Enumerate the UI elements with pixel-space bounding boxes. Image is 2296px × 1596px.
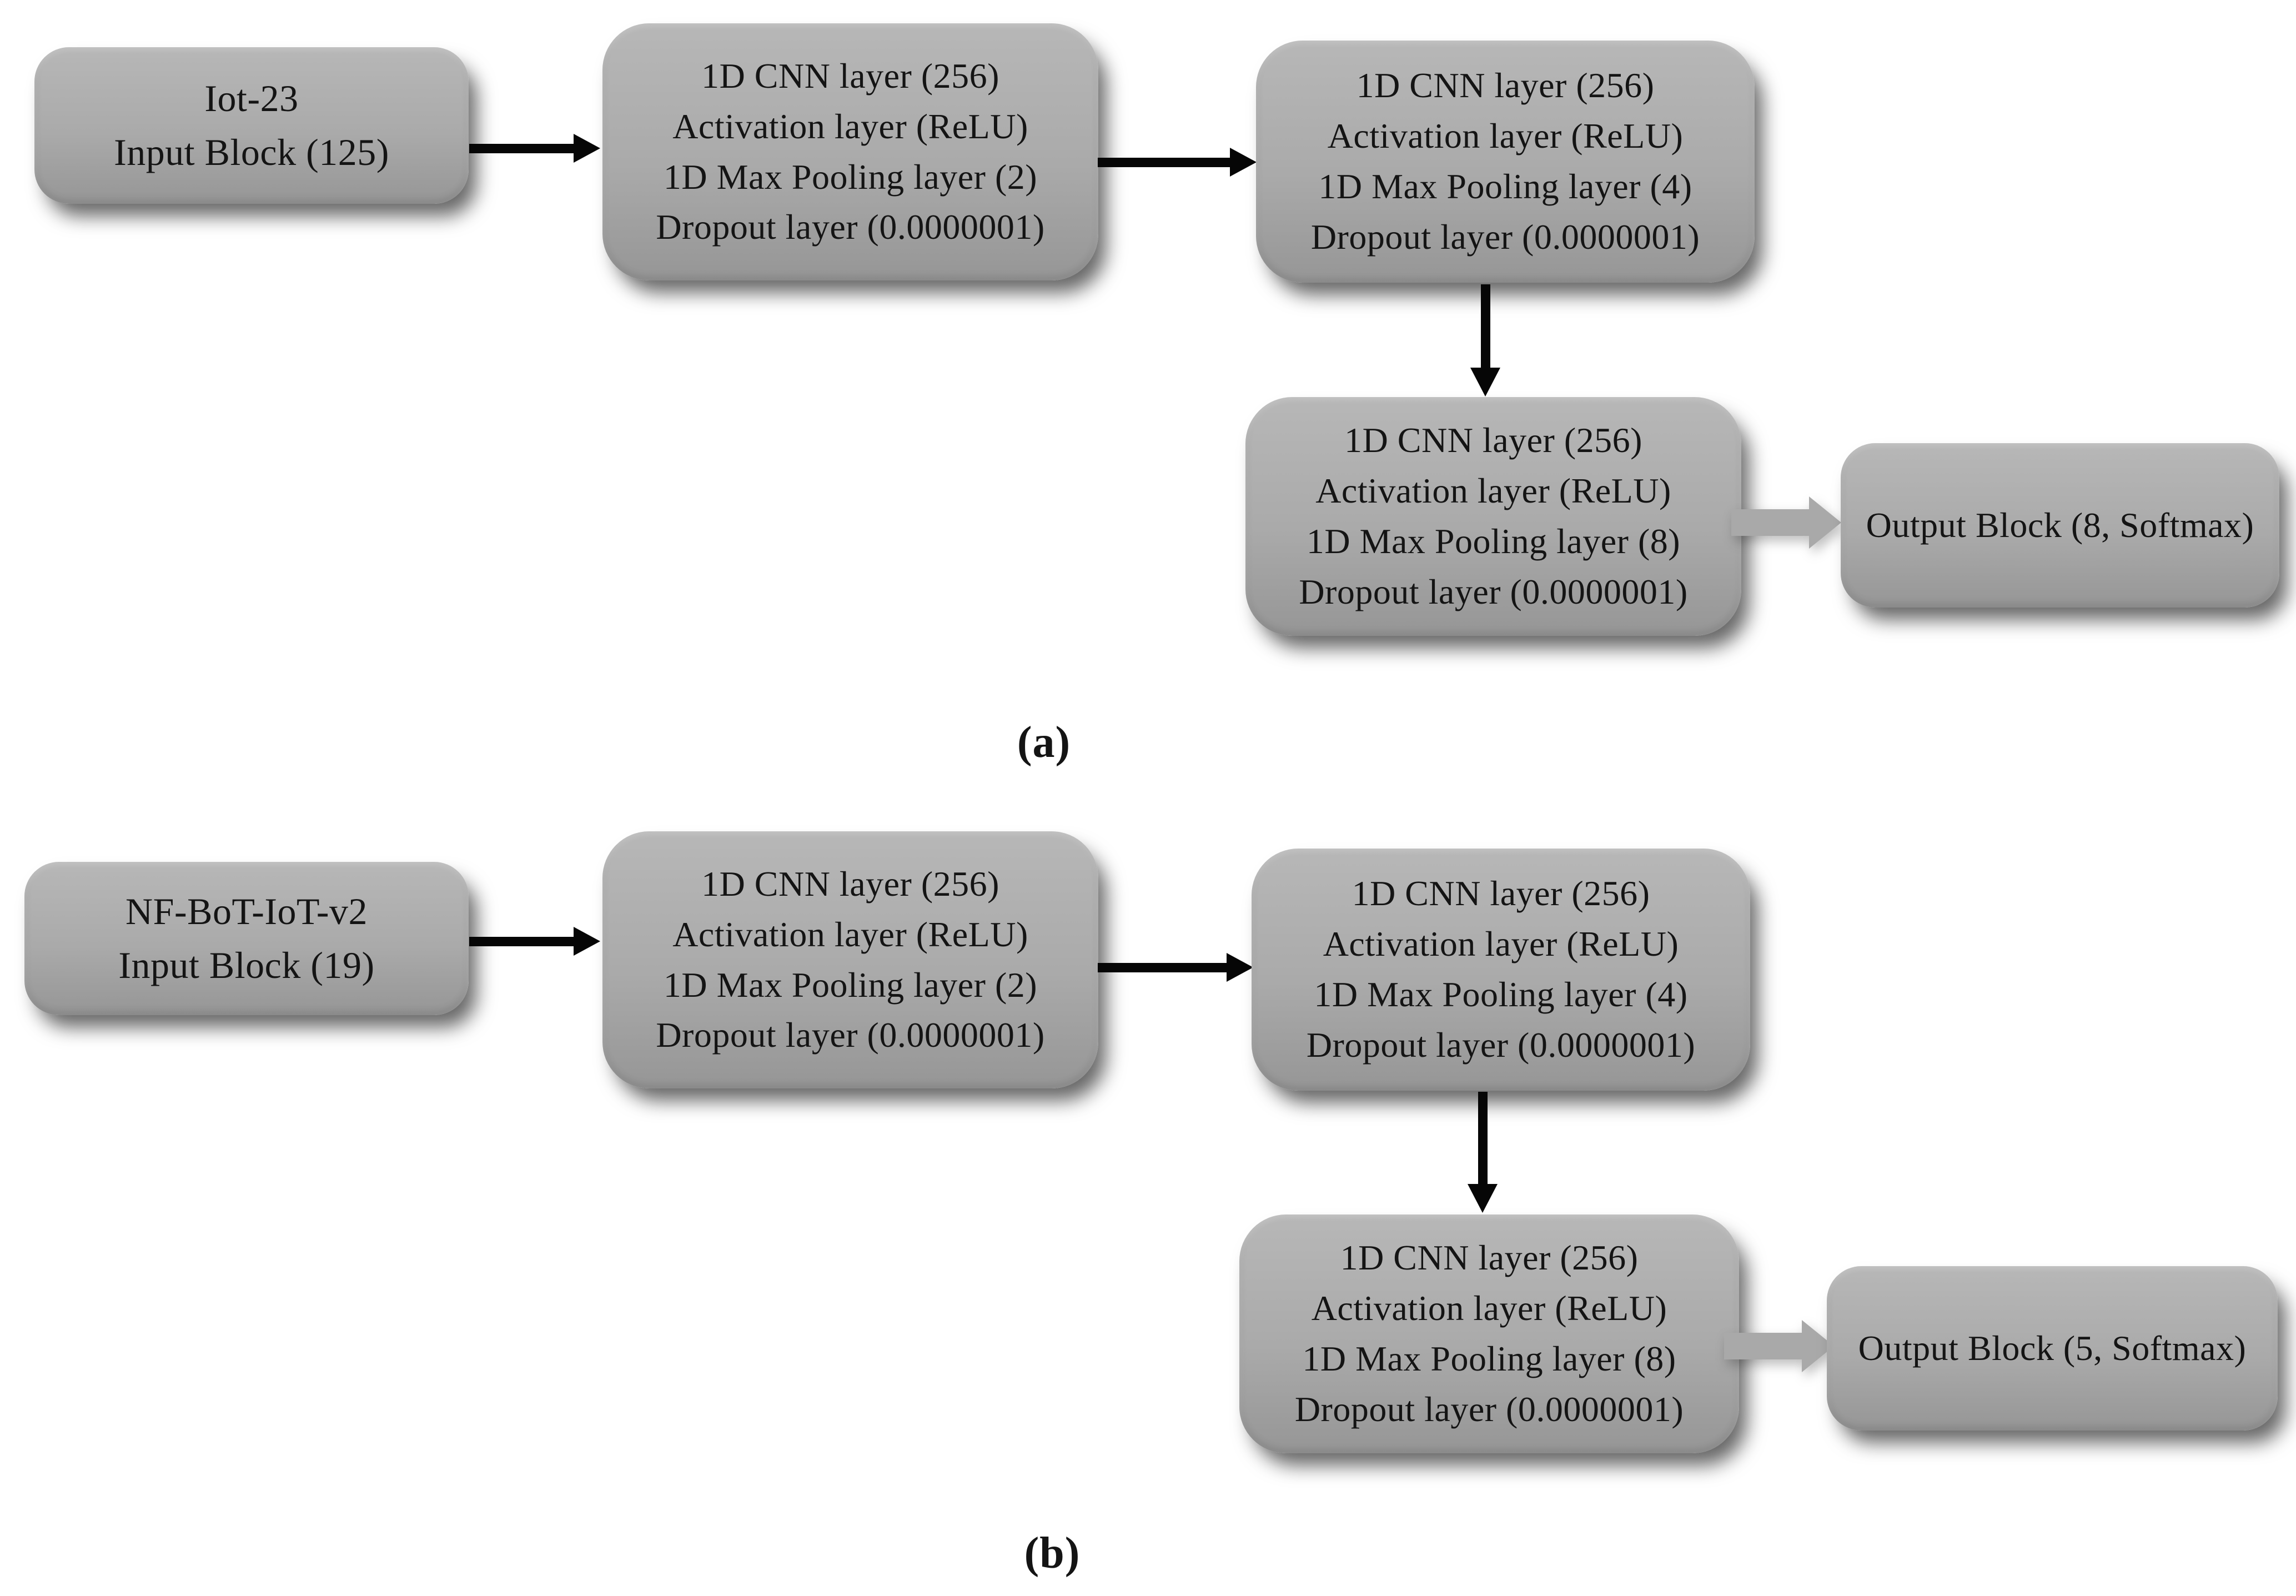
arrow-shaft — [1731, 509, 1809, 536]
arrow-head-icon — [1470, 368, 1500, 397]
cnn-block-1-b: 1D CNN layer (256) Activation layer (ReL… — [602, 831, 1098, 1088]
arrow-cnn1-to-cnn2-b — [1098, 948, 1253, 986]
arrow-head-icon — [1227, 953, 1253, 982]
arrow-input-to-cnn1-a — [469, 129, 600, 167]
input-block-b: NF-BoT-IoT-v2 Input Block (19) — [24, 862, 469, 1015]
arrow-shaft — [469, 936, 574, 946]
cnn-layer-line: 1D CNN layer (256) — [701, 864, 999, 904]
max-pooling-layer-line: 1D Max Pooling layer (8) — [1306, 521, 1681, 561]
cnn-layer-line: 1D CNN layer (256) — [1356, 66, 1655, 106]
cnn-block-1-a: 1D CNN layer (256) Activation layer (ReL… — [602, 23, 1098, 280]
arrow-cnn3-to-output-a — [1731, 496, 1841, 549]
activation-layer-line: Activation layer (ReLU) — [1323, 924, 1679, 964]
input-dataset-name-b: NF-BoT-IoT-v2 — [125, 890, 368, 933]
cnn-layer-line: 1D CNN layer (256) — [1352, 874, 1650, 914]
activation-layer-line: Activation layer (ReLU) — [1327, 116, 1684, 156]
cnn-layer-line: 1D CNN layer (256) — [1344, 420, 1642, 460]
activation-layer-line: Activation layer (ReLU) — [672, 914, 1028, 954]
max-pooling-layer-line: 1D Max Pooling layer (4) — [1314, 975, 1688, 1014]
max-pooling-layer-line: 1D Max Pooling layer (4) — [1318, 167, 1692, 206]
max-pooling-layer-line: 1D Max Pooling layer (2) — [663, 965, 1038, 1005]
dropout-layer-line: Dropout layer (0.0000001) — [1306, 1025, 1696, 1065]
arrow-shaft — [1480, 284, 1490, 368]
activation-layer-line: Activation layer (ReLU) — [672, 106, 1028, 146]
arrow-head-icon — [1230, 148, 1257, 177]
input-block-label-b: Input Block (19) — [118, 944, 375, 986]
max-pooling-layer-line: 1D Max Pooling layer (2) — [663, 157, 1038, 197]
output-block-label-b: Output Block (5, Softmax) — [1858, 1328, 2247, 1368]
output-block-a: Output Block (8, Softmax) — [1841, 443, 2279, 608]
dropout-layer-line: Dropout layer (0.0000001) — [1299, 571, 1688, 611]
panel-caption-a: (a) — [1017, 718, 1071, 767]
arrow-head-icon — [1809, 496, 1841, 549]
arrow-shaft — [1724, 1333, 1802, 1359]
max-pooling-layer-line: 1D Max Pooling layer (8) — [1302, 1339, 1676, 1378]
activation-layer-line: Activation layer (ReLU) — [1311, 1288, 1667, 1328]
arrow-input-to-cnn1-b — [469, 922, 600, 960]
arrow-head-icon — [574, 927, 600, 956]
cnn-layer-line: 1D CNN layer (256) — [1340, 1238, 1639, 1278]
arrow-shaft — [1098, 962, 1227, 972]
dropout-layer-line: Dropout layer (0.0000001) — [1310, 217, 1700, 257]
input-block-a: Iot-23 Input Block (125) — [34, 47, 469, 204]
arrow-head-icon — [1468, 1184, 1498, 1213]
input-dataset-name-a: Iot-23 — [204, 77, 299, 120]
dropout-layer-line: Dropout layer (0.0000001) — [1294, 1389, 1684, 1429]
input-block-label-a: Input Block (125) — [114, 131, 389, 173]
arrow-cnn2-to-cnn3-b — [1467, 1092, 1498, 1213]
dropout-layer-line: Dropout layer (0.0000001) — [656, 1015, 1045, 1055]
output-block-label-a: Output Block (8, Softmax) — [1866, 505, 2254, 545]
arrow-cnn1-to-cnn2-a — [1098, 143, 1257, 181]
arrow-head-icon — [574, 134, 600, 163]
activation-layer-line: Activation layer (ReLU) — [1315, 471, 1671, 511]
dropout-layer-line: Dropout layer (0.0000001) — [656, 207, 1045, 247]
arrow-cnn2-to-cnn3-a — [1470, 284, 1501, 397]
arrow-cnn3-to-output-b — [1724, 1320, 1834, 1372]
arrow-shaft — [1478, 1092, 1488, 1184]
cnn-block-2-b: 1D CNN layer (256) Activation layer (ReL… — [1252, 849, 1750, 1091]
panel-caption-b: (b) — [1024, 1529, 1081, 1578]
cnn-layer-line: 1D CNN layer (256) — [701, 56, 999, 96]
arrow-shaft — [1098, 157, 1230, 167]
cnn-block-2-a: 1D CNN layer (256) Activation layer (ReL… — [1256, 41, 1755, 283]
cnn-block-3-b: 1D CNN layer (256) Activation layer (ReL… — [1239, 1214, 1739, 1453]
output-block-b: Output Block (5, Softmax) — [1827, 1266, 2278, 1431]
arrow-shaft — [469, 143, 574, 153]
cnn-block-3-a: 1D CNN layer (256) Activation layer (ReL… — [1245, 397, 1741, 636]
